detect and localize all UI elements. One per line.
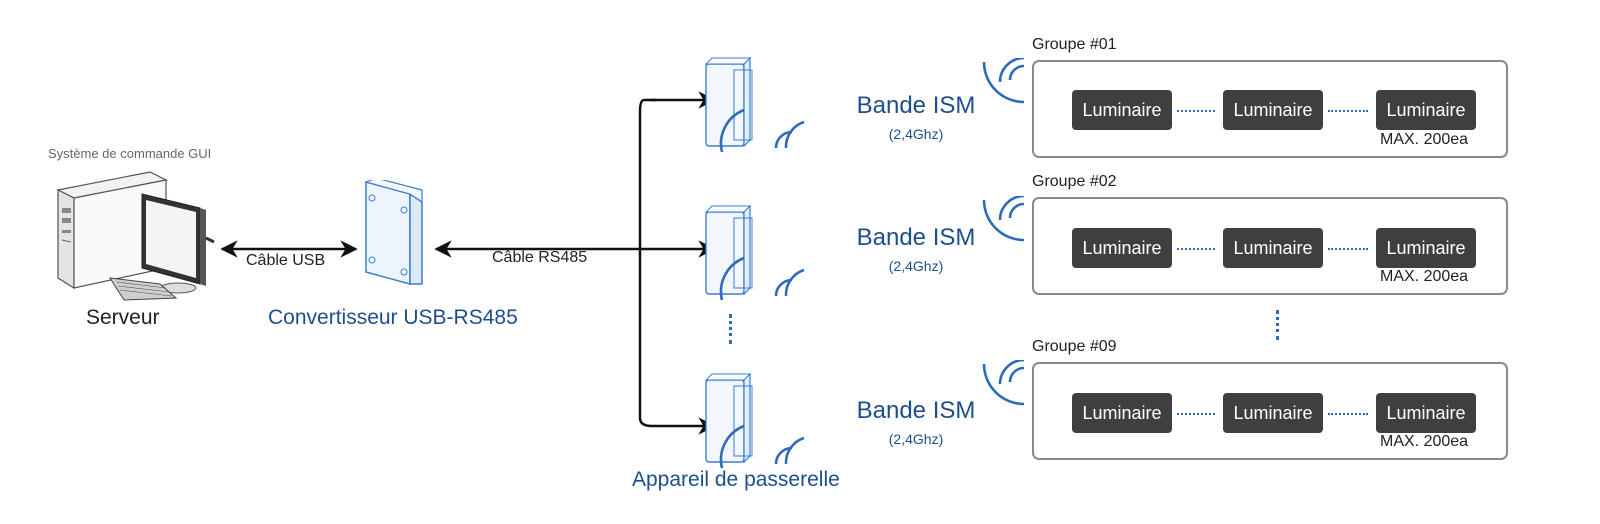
connector-dots bbox=[1328, 110, 1368, 112]
group-title: Groupe #02 bbox=[1032, 173, 1117, 190]
server-label: Serveur bbox=[86, 306, 160, 329]
usb-rs485-converter-icon bbox=[364, 180, 423, 285]
wireless-signal-icon bbox=[982, 58, 1025, 104]
server-computer-icon bbox=[56, 171, 215, 301]
luminaire-node: Luminaire bbox=[1072, 90, 1172, 130]
connector-dots bbox=[1177, 413, 1215, 415]
usb-cable-label: Câble USB bbox=[246, 252, 326, 269]
luminaire-node: Luminaire bbox=[1376, 90, 1476, 130]
luminaire-node: Luminaire bbox=[1376, 393, 1476, 433]
wireless-signal-icon bbox=[982, 196, 1025, 242]
gateway-device-icon bbox=[704, 204, 805, 301]
gateway-device-icon bbox=[704, 56, 805, 153]
connector-dots bbox=[1328, 248, 1368, 250]
luminaire-node: Luminaire bbox=[1072, 393, 1172, 433]
luminaire-node: Luminaire bbox=[1223, 228, 1323, 268]
group-title: Groupe #09 bbox=[1032, 338, 1117, 355]
ism-band-label: Bande ISM(2,4Ghz) bbox=[856, 224, 976, 274]
rs485-branch bbox=[638, 98, 716, 435]
group-max-label: MAX. 200ea bbox=[1380, 268, 1469, 285]
connector-dots bbox=[1177, 110, 1215, 112]
gateway-ellipsis bbox=[729, 314, 732, 344]
group-ellipsis bbox=[1276, 310, 1279, 340]
wireless-signal-icon bbox=[982, 360, 1025, 406]
group-max-label: MAX. 200ea bbox=[1380, 433, 1469, 450]
gateway-label: Appareil de passerelle bbox=[632, 468, 840, 491]
ism-band-label: Bande ISM(2,4Ghz) bbox=[856, 92, 976, 142]
luminaire-node: Luminaire bbox=[1223, 393, 1323, 433]
connector-dots bbox=[1177, 248, 1215, 250]
luminaire-node: Luminaire bbox=[1376, 228, 1476, 268]
converter-label: Convertisseur USB-RS485 bbox=[268, 306, 518, 329]
server-caption: Système de commande GUI bbox=[48, 146, 212, 161]
ism-band-label: Bande ISM(2,4Ghz) bbox=[856, 397, 976, 447]
gateway-device-icon bbox=[704, 372, 805, 469]
luminaire-node: Luminaire bbox=[1223, 90, 1323, 130]
group-title: Groupe #01 bbox=[1032, 36, 1117, 53]
luminaire-node: Luminaire bbox=[1072, 228, 1172, 268]
group-max-label: MAX. 200ea bbox=[1380, 131, 1469, 148]
connector-dots bbox=[1328, 413, 1368, 415]
rs485-cable-label: Câble RS485 bbox=[492, 249, 588, 266]
